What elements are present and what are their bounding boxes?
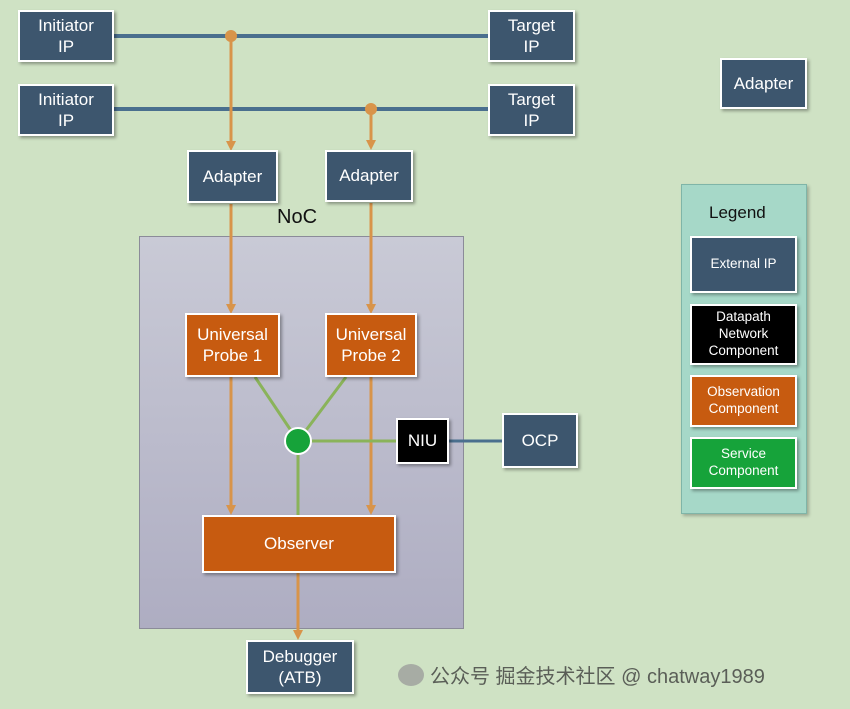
watermark-text: 公众号 掘金技术社区 @ chatway1989 xyxy=(430,666,765,688)
legend-item-service: Service Component xyxy=(690,437,797,489)
legend-title: Legend xyxy=(709,203,766,222)
legend-item-observation: Observation Component xyxy=(690,375,797,427)
adapter-standalone: Adapter xyxy=(720,58,807,109)
target-ip-1: Target IP xyxy=(488,10,575,62)
noc-label: NoC xyxy=(277,206,318,228)
niu: NIU xyxy=(396,418,449,464)
initiator-ip-2: Initiator IP xyxy=(18,84,114,136)
service-node xyxy=(284,427,312,455)
wechat-icon xyxy=(398,663,424,686)
debugger-atb: Debugger (ATB) xyxy=(246,640,354,694)
adapter-2: Adapter xyxy=(325,150,413,202)
universal-probe-1: Universal Probe 1 xyxy=(185,313,280,377)
adapter-1: Adapter xyxy=(187,150,278,203)
target-ip-2: Target IP xyxy=(488,84,575,136)
universal-probe-2: Universal Probe 2 xyxy=(325,313,417,377)
initiator-ip-1: Initiator IP xyxy=(18,10,114,62)
watermark: 公众号 掘金技术社区 @ chatway1989 xyxy=(398,660,765,689)
ocp: OCP xyxy=(502,413,578,468)
observer: Observer xyxy=(202,515,396,573)
legend-item-datapath: Datapath Network Component xyxy=(690,304,797,365)
legend-item-external-ip: External IP xyxy=(690,236,797,293)
